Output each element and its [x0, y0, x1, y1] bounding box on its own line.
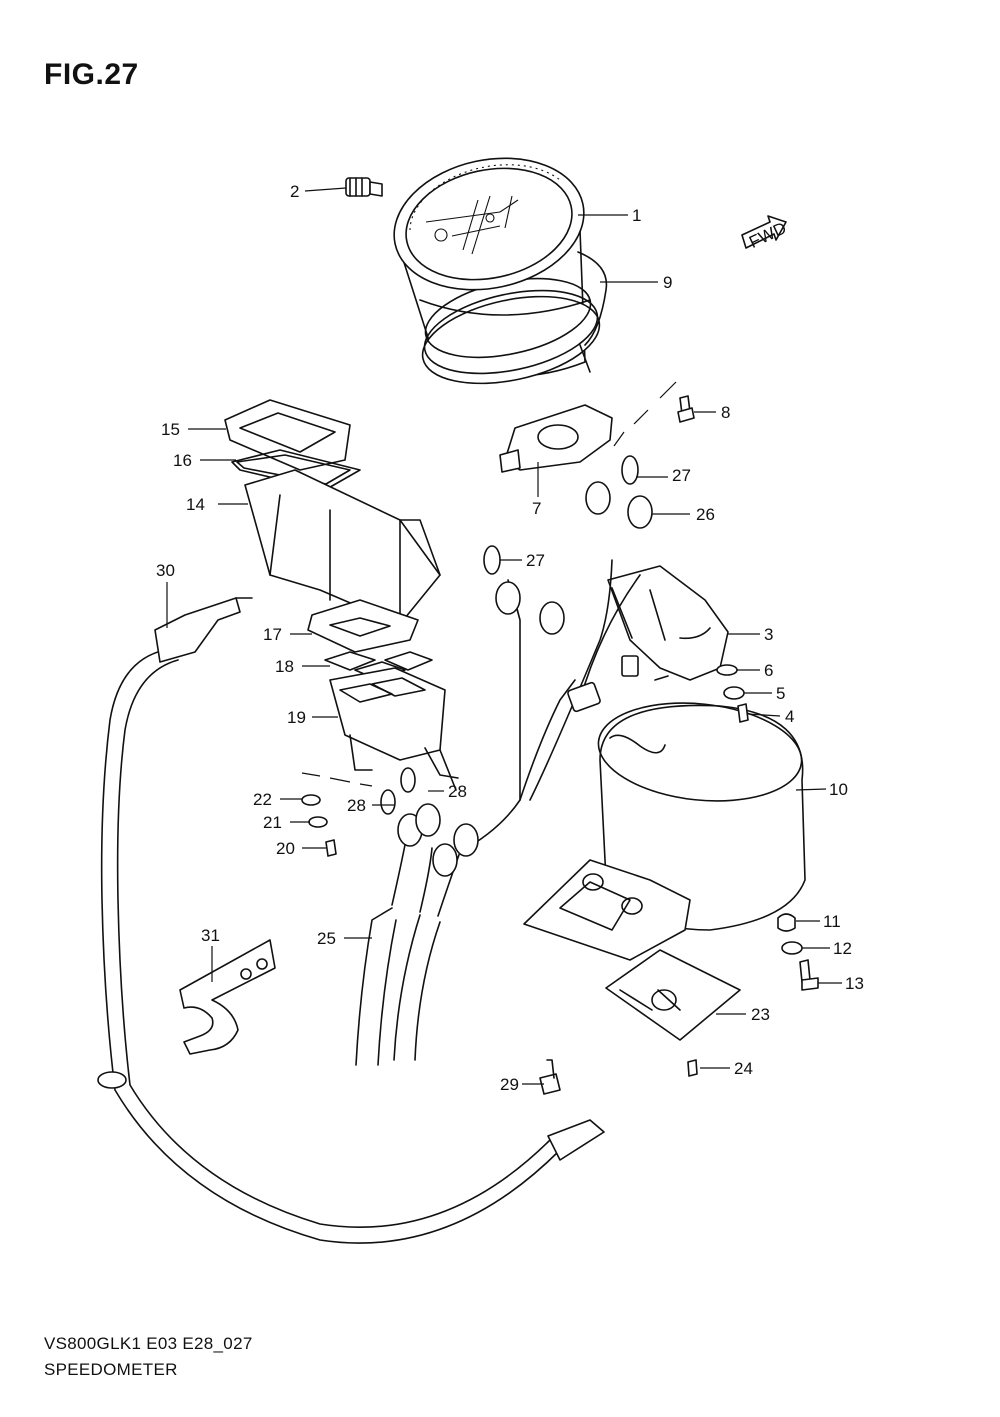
model-code: VS800GLK1 E03 E28_027 — [44, 1334, 253, 1353]
part-8-screw — [677, 395, 695, 423]
callout-labels: 1 2 3 4 5 6 7 8 9 10 11 12 13 14 15 16 1… — [156, 182, 864, 1094]
part-3-bracket — [607, 565, 729, 681]
callout-29: 29 — [500, 1075, 519, 1094]
callout-30: 30 — [156, 561, 175, 580]
callout-21: 21 — [263, 813, 282, 832]
callout-28-right: 28 — [448, 782, 467, 801]
callout-17: 17 — [263, 625, 282, 644]
callout-3: 3 — [764, 625, 773, 644]
part-2-socket — [345, 177, 383, 197]
callout-28-left: 28 — [347, 796, 366, 815]
callout-10: 10 — [829, 780, 848, 799]
part-7-lever — [499, 404, 613, 473]
speedometer-assembly — [393, 157, 608, 385]
callout-14: 14 — [186, 495, 205, 514]
part-30-cable — [97, 597, 605, 1244]
callout-31: 31 — [201, 926, 220, 945]
callout-18: 18 — [275, 657, 294, 676]
callout-15: 15 — [161, 420, 180, 439]
callout-13: 13 — [845, 974, 864, 993]
callout-27-upper: 27 — [672, 466, 691, 485]
callout-27-lower: 27 — [526, 551, 545, 570]
figure-title: FIG.27 — [44, 58, 139, 91]
callout-5: 5 — [776, 684, 785, 703]
leader-lines — [166, 187, 842, 1085]
part-25-harness — [355, 455, 653, 1066]
callout-24: 24 — [734, 1059, 753, 1078]
section-name: SPEEDOMETER — [44, 1360, 178, 1379]
part-23-bracket — [605, 949, 741, 1041]
callout-16: 16 — [173, 451, 192, 470]
callout-9: 9 — [663, 273, 672, 292]
callout-4: 4 — [785, 707, 794, 726]
callout-8: 8 — [721, 403, 730, 422]
lower-box-assembly — [307, 599, 459, 791]
indicator-box-assembly — [224, 399, 441, 619]
hardware — [301, 664, 819, 1095]
callout-26: 26 — [696, 505, 715, 524]
part-31-clamp — [179, 939, 276, 1055]
callout-1: 1 — [632, 206, 641, 225]
callout-25: 25 — [317, 929, 336, 948]
callout-2: 2 — [290, 182, 299, 201]
callout-6: 6 — [764, 661, 773, 680]
callout-23: 23 — [751, 1005, 770, 1024]
fwd-direction-badge: FWD — [741, 215, 789, 252]
part-10-cover — [523, 702, 806, 961]
callout-20: 20 — [276, 839, 295, 858]
callout-7: 7 — [532, 499, 541, 518]
callout-12: 12 — [833, 939, 852, 958]
callout-11: 11 — [823, 912, 841, 931]
callout-19: 19 — [287, 708, 306, 727]
callout-22: 22 — [253, 790, 272, 809]
